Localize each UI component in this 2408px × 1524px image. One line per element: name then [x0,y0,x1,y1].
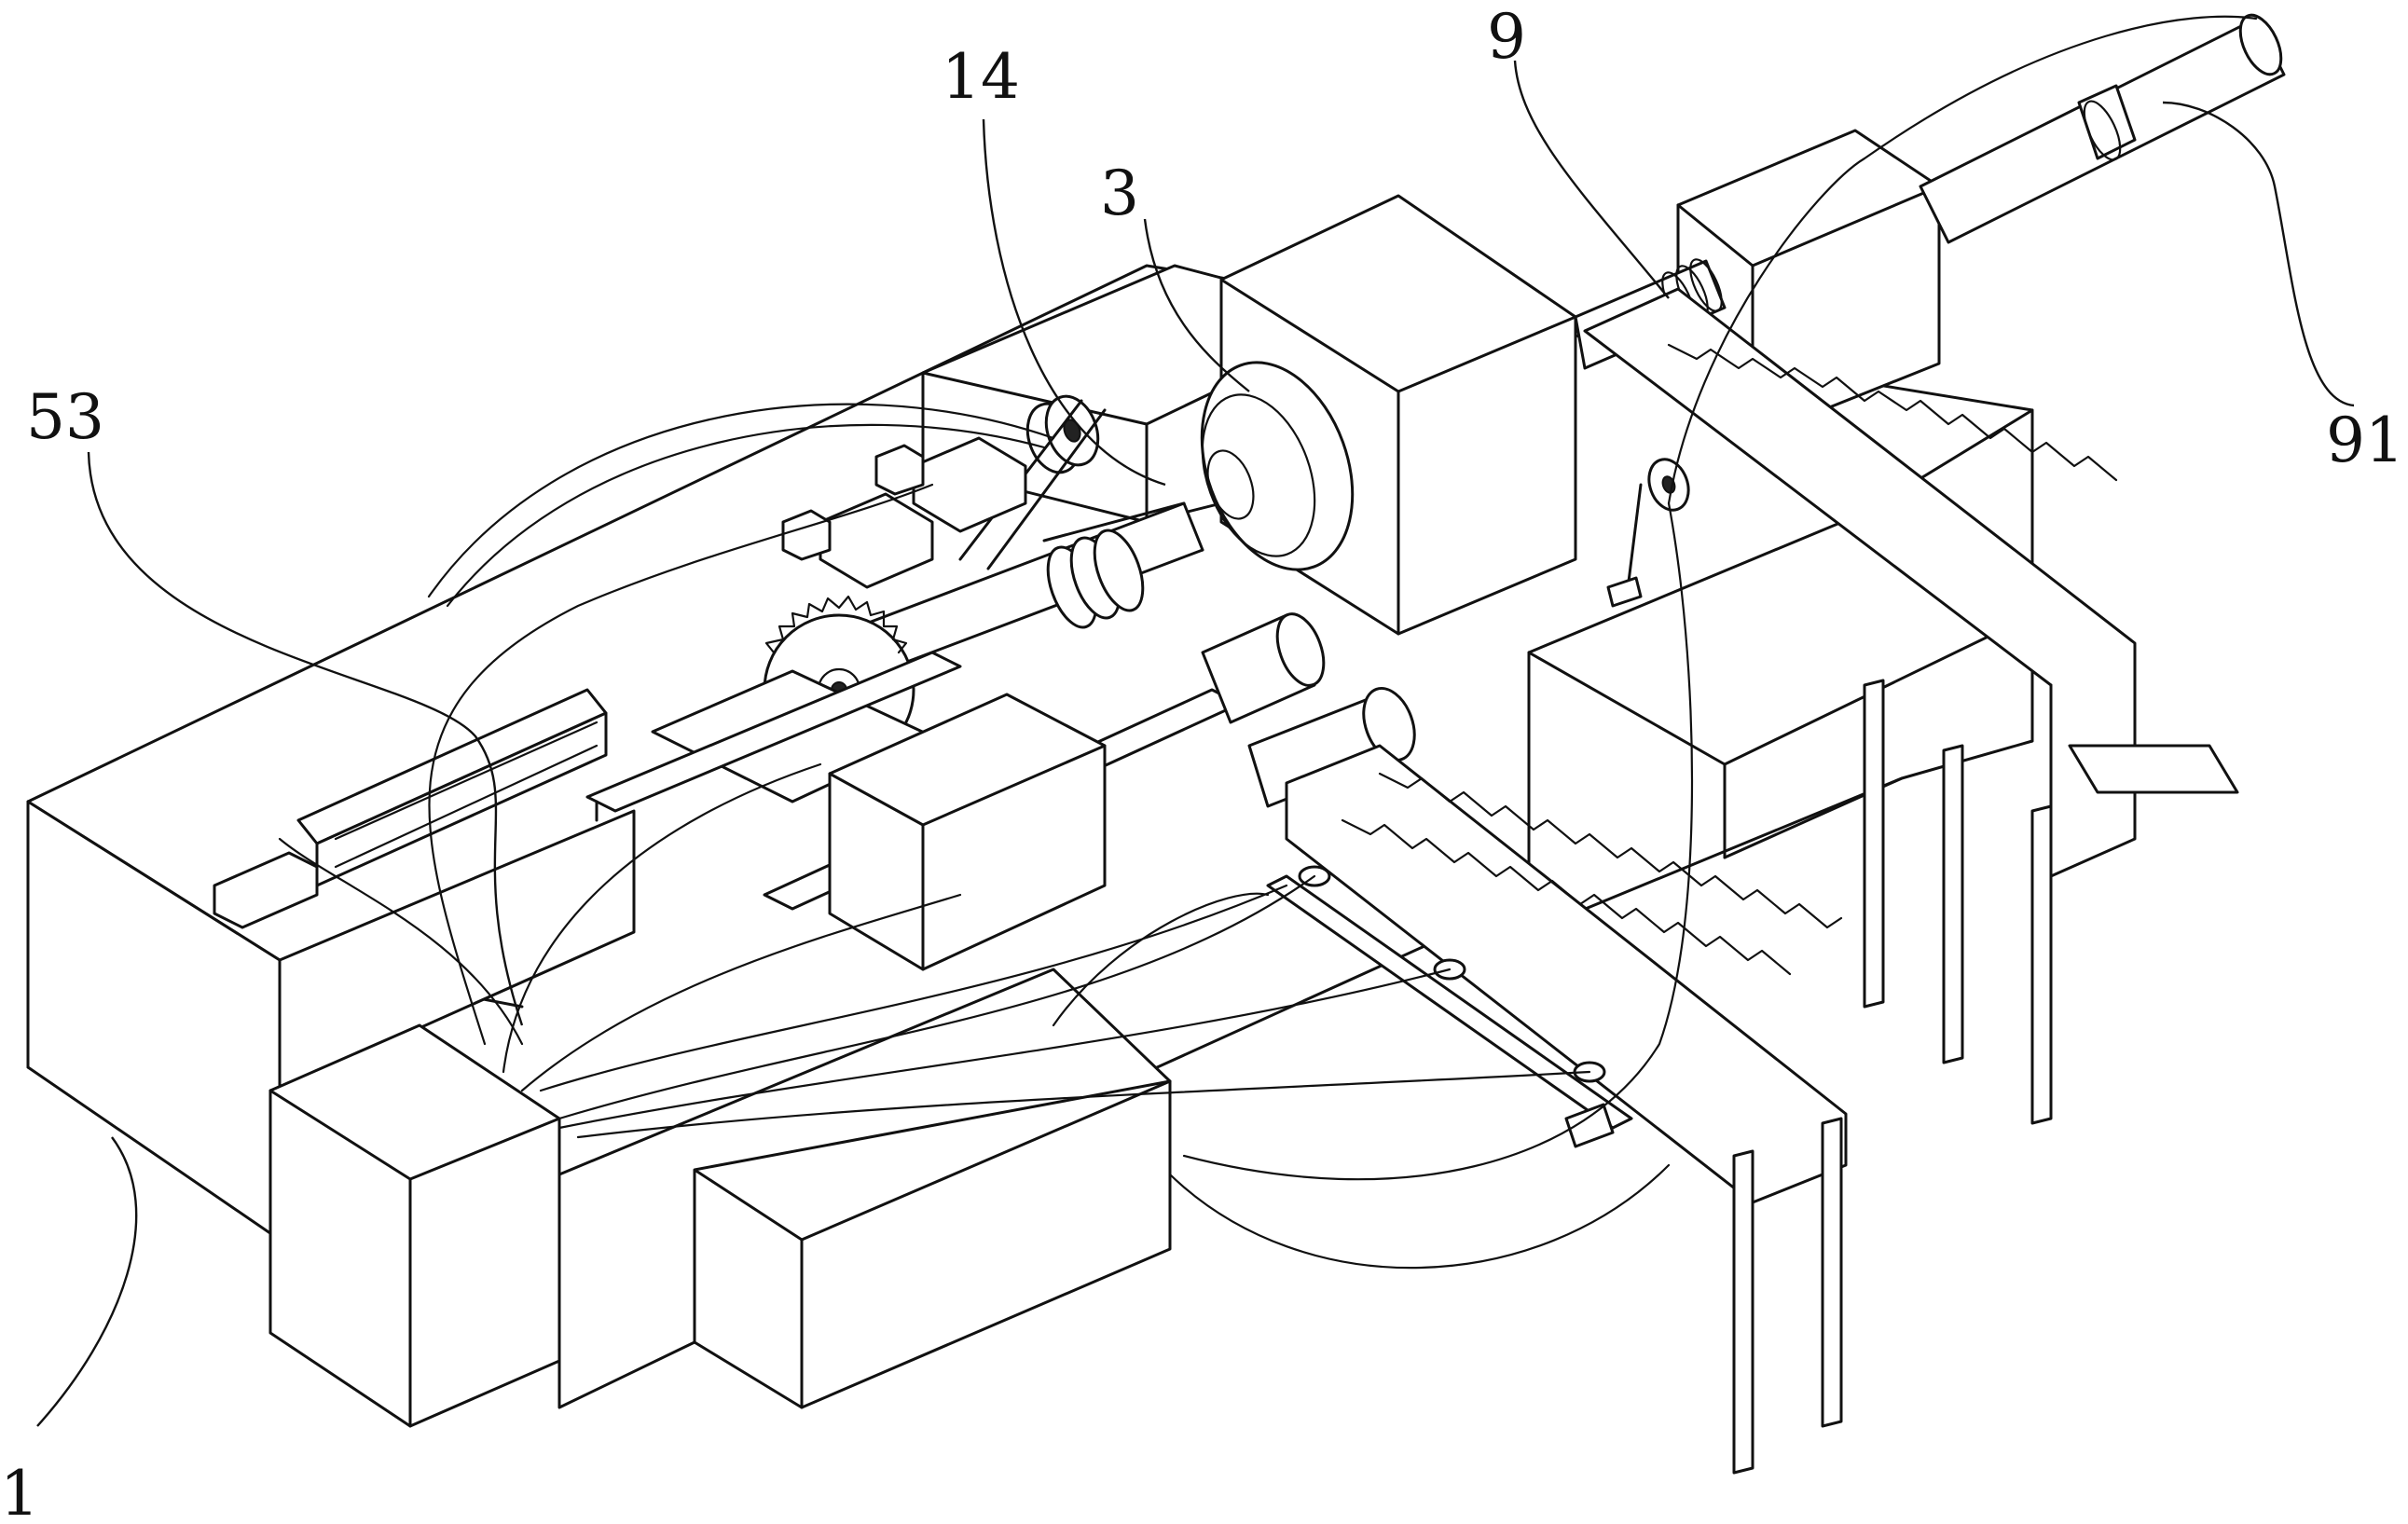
label-91: 91 [2326,405,2404,476]
label-14: 14 [942,41,1020,113]
leader-lines [36,60,2355,1427]
upper-chute-plate [1583,287,2239,878]
label-3: 3 [1100,158,1139,229]
support-posts [1732,679,2053,1475]
label-9: 9 [1487,1,1526,73]
left-guide-rail [213,688,608,929]
work-shaft [837,501,1204,682]
small-actuators [781,436,1027,589]
front-middle-block [557,968,1172,1409]
center-box [828,693,1107,971]
feed-cylinders [1201,612,1416,808]
label-53: 53 [26,381,104,453]
label-1: 1 [0,1458,39,1524]
lower-chute-plate [1285,744,1848,1204]
output-tube [1919,13,2286,244]
